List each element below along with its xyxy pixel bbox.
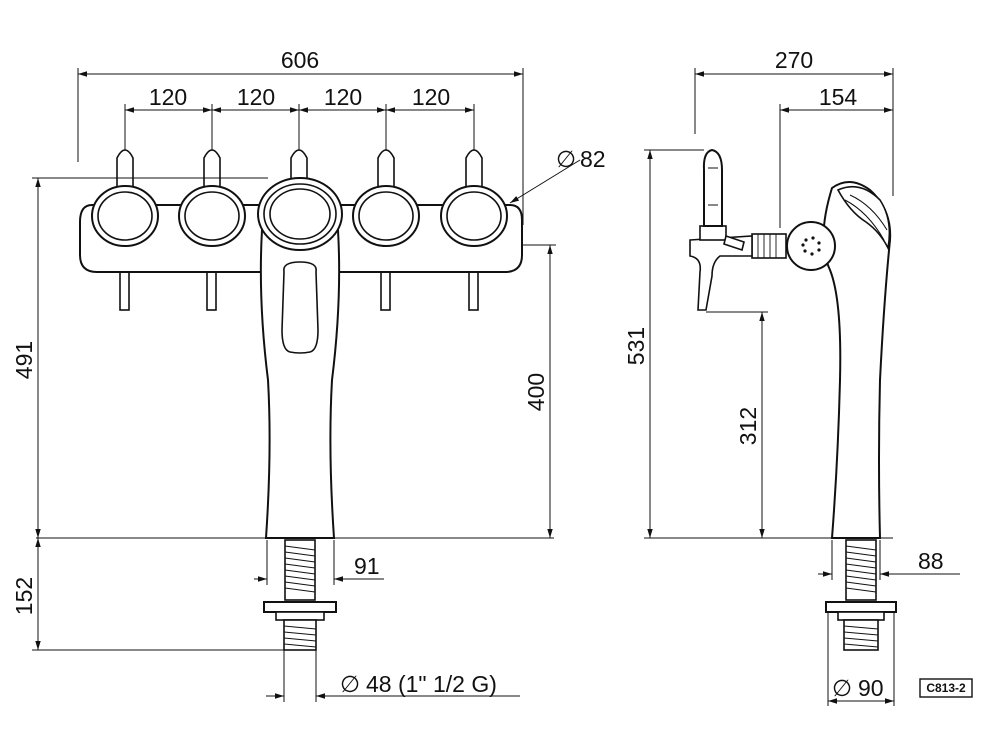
drawing-code-box: C813-2: [919, 678, 973, 698]
column-base-width-dimension: 91: [254, 540, 384, 585]
drawing-code: C813-2: [926, 681, 966, 695]
column-depth-dimension: 154: [779, 84, 893, 228]
side-spout-height-label: 312: [735, 407, 761, 445]
side-flange-diameter-dimension: ∅ 90: [827, 612, 895, 706]
side-tap-handle: [702, 148, 723, 227]
spacing-label-1: 120: [149, 84, 187, 110]
tap-diameter-dimension: ∅ 82: [509, 146, 606, 204]
overall-depth-label: 270: [775, 47, 813, 73]
total-height-dimension: 491: [11, 177, 268, 538]
tap-diameter-label: 82: [580, 146, 606, 172]
overall-width-label: 606: [281, 47, 319, 73]
column-depth-label: 154: [819, 84, 858, 110]
side-flange-diameter-label: 90: [858, 675, 884, 701]
diameter-symbol: ∅: [832, 675, 852, 701]
side-total-height-dimension: 531: [623, 149, 704, 538]
spacing-label-3: 120: [324, 84, 362, 110]
side-faucet: [689, 235, 753, 311]
side-spout-height-dimension: 312: [706, 311, 768, 538]
side-threaded-shank: [825, 539, 897, 651]
diameter-symbol: ∅: [556, 146, 576, 172]
side-view: 270 154: [623, 47, 973, 706]
tap-bodies: [91, 177, 508, 251]
side-base-width-dimension: 88: [818, 540, 960, 580]
side-total-height-label: 531: [623, 327, 649, 365]
shank-length-label: 152: [11, 577, 37, 615]
column-base-width-label: 91: [354, 553, 380, 579]
diameter-symbol: ∅: [340, 671, 360, 697]
side-tap-coupler: [751, 233, 787, 259]
overall-depth-dimension: 270: [694, 47, 894, 196]
tower-window: [281, 261, 319, 354]
shank-length-dimension: 152: [11, 538, 284, 651]
spout-height-label: 400: [523, 373, 549, 411]
overall-width-dimension: 606: [77, 47, 524, 225]
side-tower-head: [836, 185, 891, 251]
total-height-label: 491: [11, 341, 37, 379]
spacing-label-2: 120: [237, 84, 275, 110]
spout-height-dimension: 400: [522, 244, 556, 538]
thread-spec-dimension: ∅ 48 (1" 1/2 G): [266, 650, 520, 702]
side-base-width-label: 88: [918, 548, 944, 574]
threaded-shank: [263, 539, 337, 651]
tap-spacing-dimensions: 120 120 120 120: [124, 84, 475, 150]
front-view: 606 120 120 120 120 ∅ 82: [11, 47, 606, 702]
spacing-label-4: 120: [412, 84, 450, 110]
thread-spec-label: 48 (1" 1/2 G): [366, 671, 497, 697]
side-tap-body: [786, 221, 836, 271]
